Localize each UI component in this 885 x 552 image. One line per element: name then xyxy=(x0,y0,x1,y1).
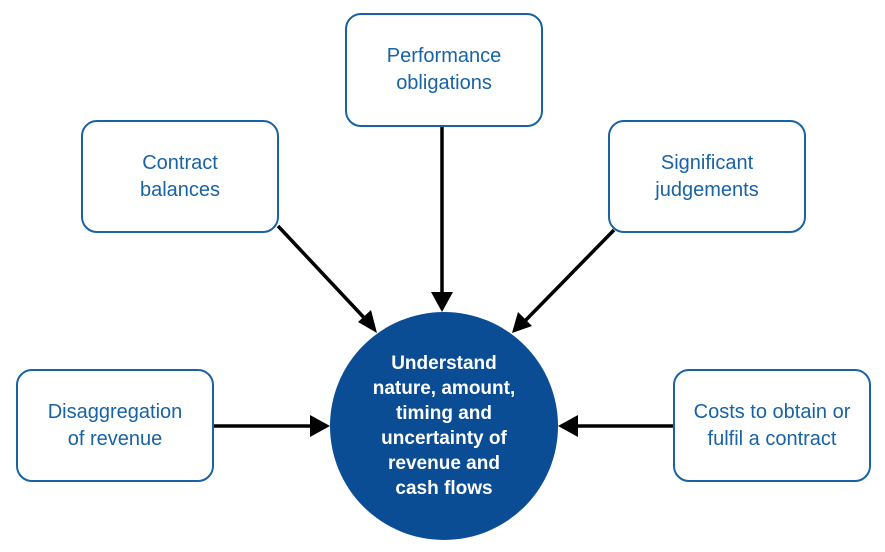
arrowhead-performance xyxy=(431,292,453,312)
arrow-contract-to-center xyxy=(276,224,371,325)
box-significant-judgements: Significant judgements xyxy=(608,120,806,233)
box-contract-balances: Contract balances xyxy=(81,120,279,233)
arrowhead-significant xyxy=(512,312,532,333)
box-label-costs-to-obtain: Costs to obtain or fulfil a contract xyxy=(693,400,851,450)
arrow-significant-to-center xyxy=(520,228,616,326)
box-costs-to-obtain: Costs to obtain or fulfil a contract xyxy=(673,369,871,482)
box-disaggregation-of-revenue: Disaggregation of revenue xyxy=(16,369,214,482)
box-label-performance-obligations: Performance obligations xyxy=(386,45,502,94)
box-performance-obligations: Performance obligations xyxy=(345,13,543,127)
box-label-contract-balances: Contract balances xyxy=(139,151,221,201)
arrowhead-costs xyxy=(558,415,578,437)
center-label: Understand nature, amount, timing and un… xyxy=(372,353,516,499)
box-label-disaggregation-of-revenue: Disaggregation of revenue xyxy=(47,400,183,450)
arrowhead-contract xyxy=(358,310,377,333)
center-circle: Understand nature, amount, timing and un… xyxy=(330,312,558,540)
box-label-significant-judgements: Significant judgements xyxy=(655,151,759,201)
arrowhead-disagg xyxy=(310,415,330,437)
